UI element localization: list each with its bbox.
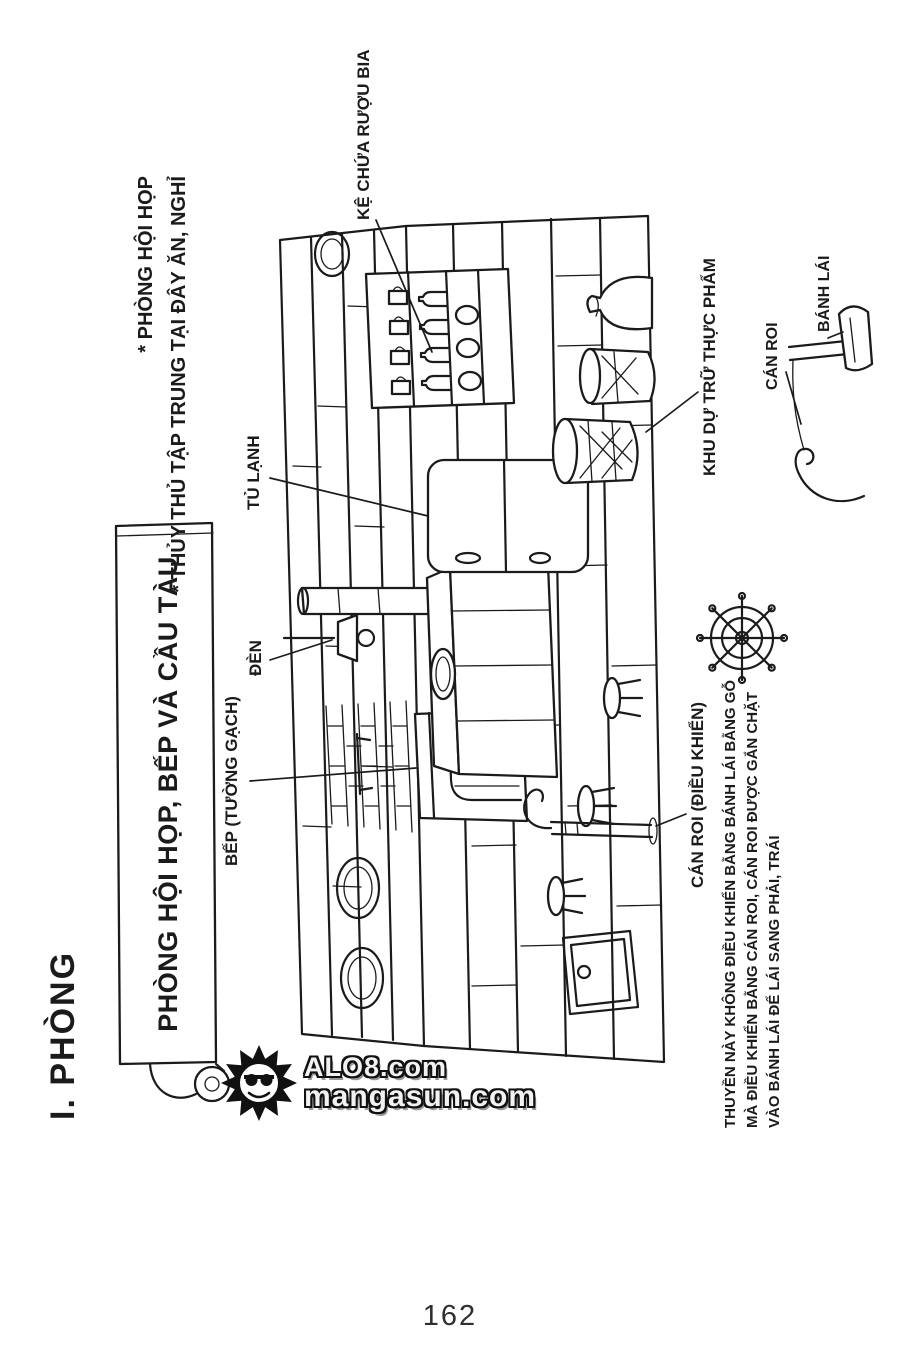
watermark-site-1: ALO8.com bbox=[304, 1052, 448, 1083]
label-whip: CÁN ROI bbox=[764, 322, 781, 390]
caption-line-1: THUYỀN NÀY KHÔNG ĐIỀU KHIỂN BẰNG BÁNH LÁ… bbox=[722, 679, 739, 1128]
leader-lines bbox=[249, 219, 699, 827]
watermark-site-2: mangasun.com bbox=[304, 1080, 537, 1114]
label-food-storage: KHU DỰ TRỮ THỰC PHẨM bbox=[700, 258, 719, 476]
label-booze-shelf: KỆ CHỨA RƯỢU BIA bbox=[354, 49, 373, 220]
note-line-1: * PHÒNG HỘI HỌP bbox=[135, 176, 157, 353]
label-rudder: BÁNH LÁI bbox=[816, 255, 833, 332]
label-lamp: ĐÈN bbox=[246, 640, 265, 676]
ship-wheel-icon bbox=[695, 591, 789, 685]
caption-line-3: VÀO BÁNH LÁI ĐỂ LÁI SANG PHẢI, TRÁI bbox=[766, 835, 783, 1128]
watermark-text: ALO8.com mangasun.com bbox=[304, 1053, 536, 1113]
sunburst-face-icon bbox=[221, 1045, 297, 1121]
whip-control-post bbox=[523, 788, 658, 845]
notes-block: * PHÒNG HỘI HỌP * THỦY THỦ TẬP TRUNG TẠI… bbox=[130, 176, 196, 676]
watermark: ALO8.com mangasun.com bbox=[220, 1044, 536, 1122]
label-fridge: TỦ LẠNH bbox=[244, 435, 263, 510]
caption-block: THUYỀN NÀY KHÔNG ĐIỀU KHIỂN BẰNG BÁNH LÁ… bbox=[720, 680, 786, 1128]
wall-planks bbox=[292, 228, 395, 1042]
porthole-windows bbox=[313, 230, 385, 1010]
lamp bbox=[282, 613, 376, 663]
note-line-2: * THỦY THỦ TẬP TRUNG TẠI ĐÂY ĂN, NGHỈ bbox=[168, 176, 190, 593]
booze-shelf bbox=[364, 267, 516, 410]
storage-barrels bbox=[551, 275, 656, 485]
label-whip-control: CÁN ROI (ĐIỀU KHIỂN) bbox=[688, 701, 707, 888]
title-banner-scroll bbox=[114, 521, 231, 1103]
whip-rudder-sketch bbox=[785, 305, 874, 503]
floor-hatch bbox=[561, 929, 640, 1016]
galley-counter bbox=[425, 563, 559, 779]
section-heading: I. PHÒNG bbox=[44, 950, 82, 1120]
stools bbox=[546, 676, 644, 917]
page-number: 162 bbox=[422, 1300, 478, 1332]
label-kitchen: BẾP (TƯỜNG GẠCH) bbox=[222, 696, 241, 866]
caption-line-2: MÀ ĐIỀU KHIỂN BẰNG CÁN ROI, CÁN ROI ĐƯỢC… bbox=[744, 691, 761, 1128]
